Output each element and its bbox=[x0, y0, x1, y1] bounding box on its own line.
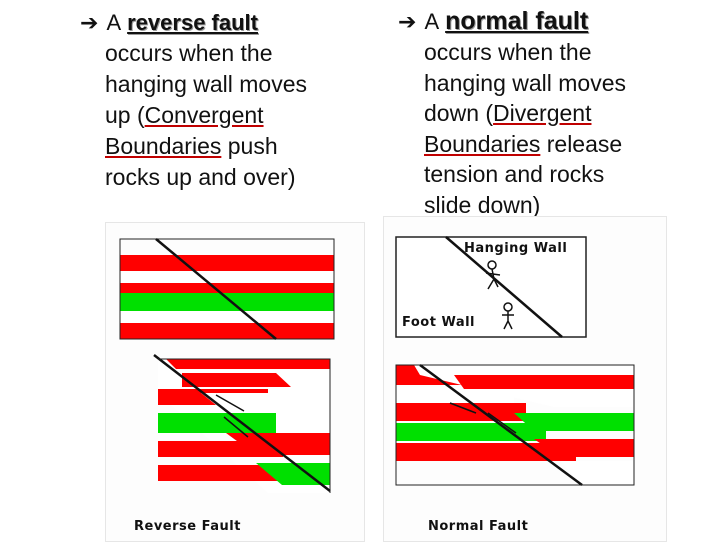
hanging-wall-label: Hanging Wall bbox=[464, 241, 567, 256]
line: Boundaries release bbox=[424, 129, 698, 160]
normal-fault-offset-block bbox=[396, 365, 634, 485]
reverse-fault-term: reverse fault bbox=[127, 8, 258, 38]
reverse-fault-offset-block bbox=[154, 355, 330, 493]
foot-wall-label: Foot Wall bbox=[402, 315, 475, 330]
line: up (Convergent bbox=[105, 100, 360, 131]
right-arrow-icon: ➔ bbox=[398, 7, 416, 37]
boundaries-link[interactable]: Boundaries bbox=[105, 133, 221, 159]
normal-fault-caption: Normal Fault bbox=[428, 519, 528, 534]
normal-fault-description: ➔ A normal fault occurs when the hanging… bbox=[398, 6, 698, 220]
right-arrow-icon: ➔ bbox=[80, 8, 98, 38]
line: occurs when the bbox=[424, 37, 698, 68]
reverse-fault-svg bbox=[106, 223, 364, 541]
reverse-fault-caption: Reverse Fault bbox=[134, 519, 241, 534]
line: down (Divergent bbox=[424, 98, 698, 129]
reverse-fault-description: ➔ A reverse fault occurs when the hangin… bbox=[80, 8, 360, 193]
article: A bbox=[424, 7, 439, 37]
divergent-link[interactable]: Divergent bbox=[493, 100, 591, 126]
reverse-fault-heading: ➔ A reverse fault bbox=[80, 8, 360, 38]
line: Boundaries push bbox=[105, 131, 360, 162]
normal-fault-svg bbox=[384, 217, 666, 541]
normal-fault-term: normal fault bbox=[445, 6, 588, 36]
line: rocks up and over) bbox=[105, 162, 360, 193]
line: hanging wall moves bbox=[424, 68, 698, 99]
line: occurs when the bbox=[105, 38, 360, 69]
line: tension and rocks bbox=[424, 159, 698, 190]
normal-fault-heading: ➔ A normal fault bbox=[398, 6, 698, 37]
normal-fault-body: occurs when the hanging wall moves down … bbox=[424, 37, 698, 220]
article: A bbox=[106, 8, 121, 38]
boundaries-link[interactable]: Boundaries bbox=[424, 131, 540, 157]
reverse-fault-diagram: Reverse Fault bbox=[105, 222, 365, 542]
normal-fault-diagram: Hanging Wall Foot Wall Normal Fault bbox=[383, 216, 667, 542]
line: hanging wall moves bbox=[105, 69, 360, 100]
convergent-link[interactable]: Convergent bbox=[145, 102, 264, 128]
reverse-fault-body: occurs when the hanging wall moves up (C… bbox=[105, 38, 360, 193]
